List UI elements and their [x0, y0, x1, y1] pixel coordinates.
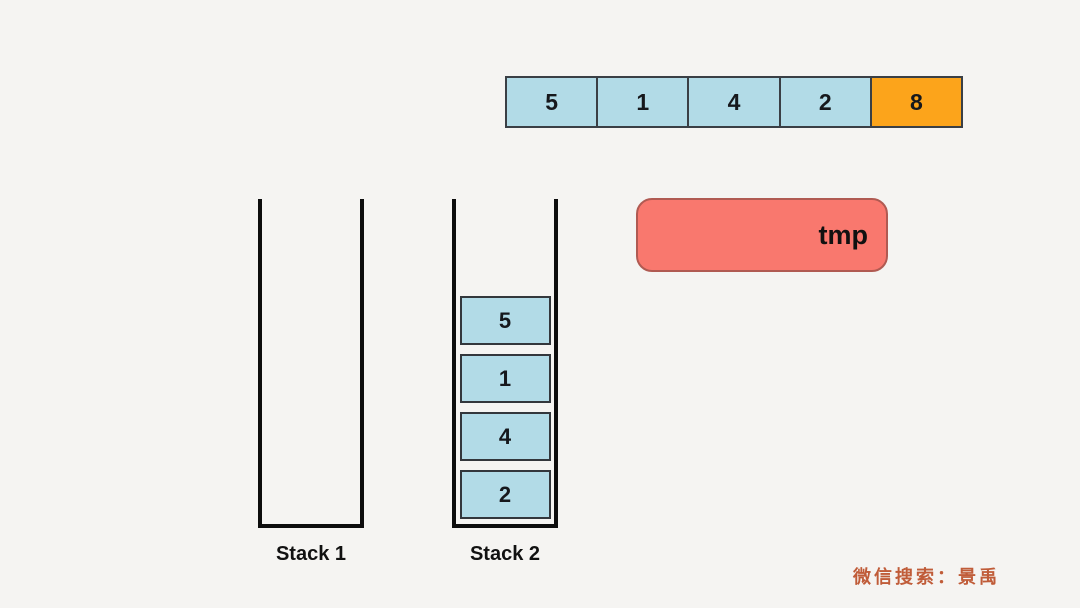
input-array: 5 1 4 2 8 [505, 76, 964, 128]
array-cell: 5 [505, 76, 599, 128]
stack-2-item: 2 [459, 470, 551, 519]
array-cell: 1 [596, 76, 690, 128]
array-cell: 4 [687, 76, 781, 128]
stack-2-label: Stack 2 [469, 543, 541, 565]
tmp-label: tmp [818, 219, 869, 250]
tmp-box: tmp [636, 198, 888, 272]
stack-1-container [258, 199, 364, 528]
array-cell: 2 [778, 76, 872, 128]
stack-1-label: Stack 1 [275, 543, 347, 565]
watermark-text: 微信搜索：景禹 [853, 567, 1000, 588]
stack-2-item: 4 [459, 412, 551, 461]
stack-2-item: 1 [459, 354, 551, 403]
array-cell-highlighted: 8 [869, 76, 964, 128]
stack-2-item: 5 [459, 296, 551, 345]
stack-2-container: 5 1 4 2 [452, 199, 558, 528]
